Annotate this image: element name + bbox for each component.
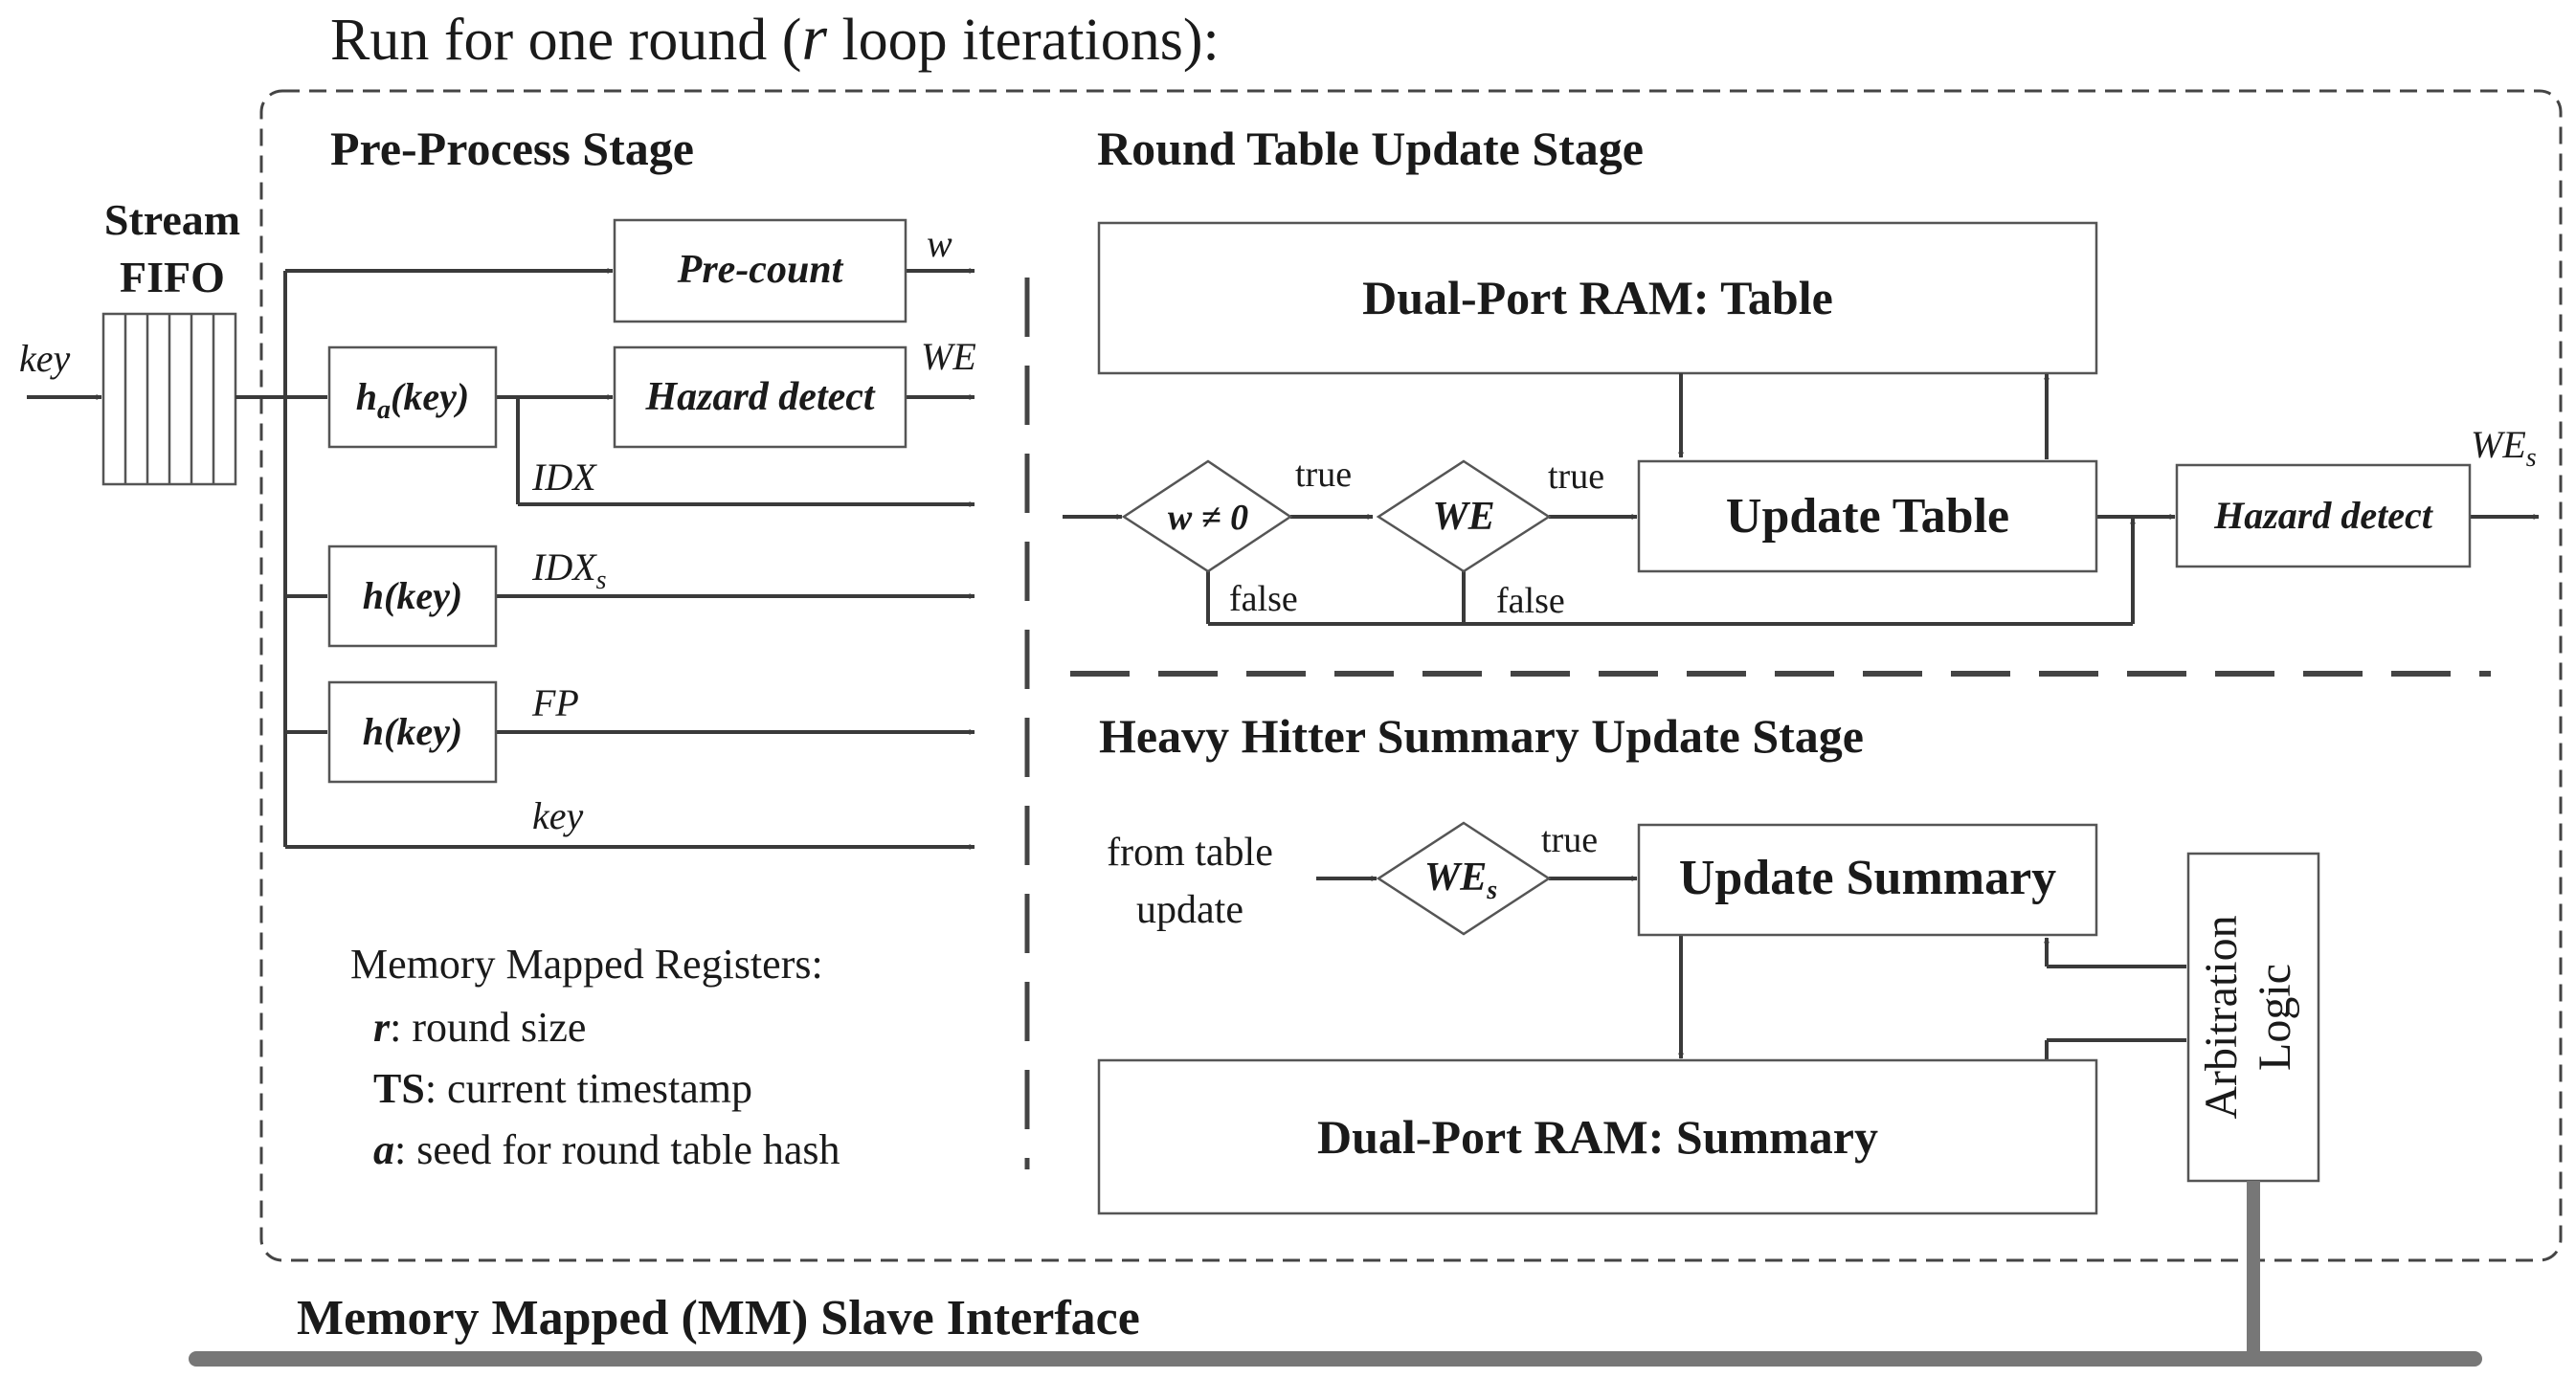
hazard-detect-block-table: Hazard detect bbox=[2175, 463, 2472, 568]
update-table-block: Update Table bbox=[1637, 459, 2098, 573]
round-table-wiring bbox=[1063, 373, 2540, 626]
svg-text:WEs: WEs bbox=[1424, 856, 1497, 905]
svg-text:ha(key): ha(key) bbox=[356, 375, 469, 425]
heavy-hitter-wiring bbox=[1316, 876, 2186, 1060]
svg-text:Update Summary: Update Summary bbox=[1679, 851, 2056, 905]
svg-text:Dual-Port RAM: Table: Dual-Port RAM: Table bbox=[1362, 271, 1833, 324]
svg-text:Pre-count: Pre-count bbox=[677, 248, 844, 292]
false-label-1: false bbox=[1229, 579, 1298, 619]
signal-idxs-label: IDXs bbox=[531, 545, 607, 595]
svg-text:Hazard detect: Hazard detect bbox=[644, 375, 875, 419]
condition-w-nonzero: w ≠ 0 bbox=[1121, 459, 1293, 573]
svg-text:Hazard detect: Hazard detect bbox=[2213, 494, 2434, 537]
registers-heading: Memory Mapped Registers: bbox=[350, 941, 823, 988]
preprocess-stage-heading: Pre-Process Stage bbox=[330, 122, 694, 175]
register-ts: TS: current timestamp bbox=[373, 1065, 752, 1112]
stream-fifo bbox=[101, 312, 237, 486]
condition-wes: WEs bbox=[1376, 821, 1552, 936]
h-key-block-2: h(key) bbox=[327, 680, 498, 784]
true-label-3: true bbox=[1541, 820, 1598, 860]
from-table-update-line1: from table bbox=[1107, 831, 1273, 875]
round-table-stage-heading: Round Table Update Stage bbox=[1097, 122, 1644, 175]
summary-ram-block: Dual-Port RAM: Summary bbox=[1097, 1058, 2098, 1215]
signal-fp-label: FP bbox=[531, 681, 579, 724]
hazard-detect-block-pre: Hazard detect bbox=[613, 345, 907, 449]
from-table-update-line2: update bbox=[1136, 888, 1243, 932]
signal-idx-label: IDX bbox=[531, 456, 597, 499]
condition-we: WE bbox=[1376, 459, 1552, 573]
fifo-label-line1: Stream bbox=[104, 195, 240, 244]
svg-text:Update Table: Update Table bbox=[1726, 489, 2009, 544]
h-key-block-1: h(key) bbox=[327, 545, 498, 648]
true-label-1: true bbox=[1295, 455, 1352, 495]
memory-mapped-registers: Memory Mapped Registers: r: round size T… bbox=[350, 941, 840, 1173]
round-region-border bbox=[259, 89, 2563, 1262]
svg-text:h(key): h(key) bbox=[363, 710, 462, 753]
register-a: a: seed for round table hash bbox=[373, 1126, 840, 1173]
true-label-2: true bbox=[1548, 456, 1604, 497]
svg-text:Arbitration: Arbitration bbox=[2196, 915, 2247, 1119]
arbitration-logic-block: Arbitration Logic bbox=[2186, 852, 2320, 1183]
fifo-input-label: key bbox=[19, 337, 71, 380]
table-ram-block: Dual-Port RAM: Table bbox=[1097, 221, 2098, 375]
svg-text:WE: WE bbox=[1432, 495, 1494, 539]
preprocess-wiring bbox=[235, 268, 975, 850]
register-r: r: round size bbox=[373, 1004, 586, 1051]
diagram-title: Run for one round (r loop iterations): bbox=[330, 1, 1220, 74]
ha-key-block: ha(key) bbox=[327, 345, 498, 449]
svg-text:h(key): h(key) bbox=[363, 574, 462, 617]
svg-text:w ≠ 0: w ≠ 0 bbox=[1168, 498, 1248, 538]
mm-slave-interface-label: Memory Mapped (MM) Slave Interface bbox=[297, 1291, 1140, 1345]
signal-w-label: w bbox=[927, 222, 952, 265]
heavy-hitter-stage-heading: Heavy Hitter Summary Update Stage bbox=[1099, 709, 1864, 763]
svg-text:Logic: Logic bbox=[2250, 964, 2300, 1071]
signal-we-label: WE bbox=[921, 335, 976, 378]
signal-key-label: key bbox=[532, 794, 584, 837]
false-label-2: false bbox=[1496, 581, 1565, 621]
fifo-label-line2: FIFO bbox=[120, 253, 225, 301]
signal-wes-label: WEs bbox=[2471, 423, 2537, 473]
update-summary-block: Update Summary bbox=[1637, 823, 2098, 937]
precount-block: Pre-count bbox=[613, 218, 907, 323]
svg-text:Dual-Port RAM: Summary: Dual-Port RAM: Summary bbox=[1317, 1110, 1878, 1164]
